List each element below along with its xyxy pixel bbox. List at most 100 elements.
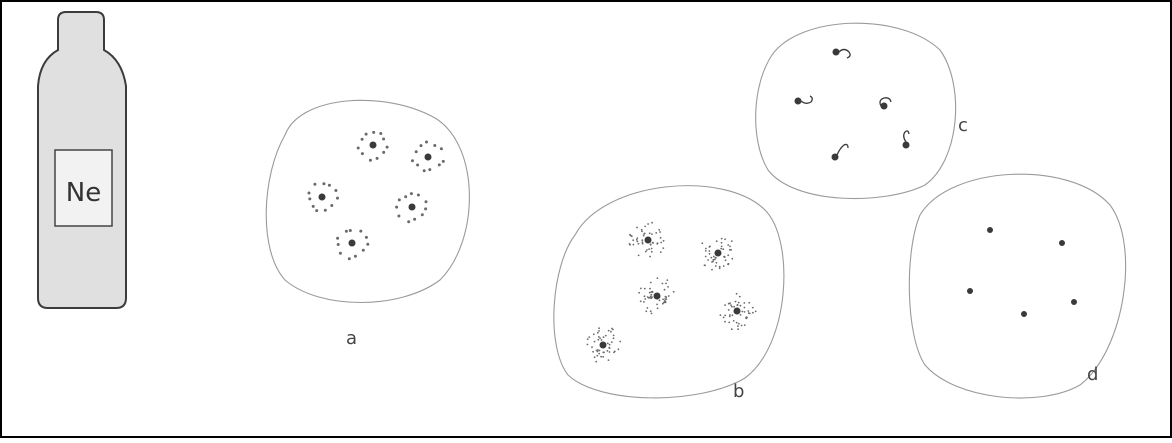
electron [308,197,312,201]
electron [655,232,658,234]
electron [600,355,602,358]
atom-sparse [395,192,428,224]
electron [336,243,340,246]
electron [737,301,740,304]
electron [610,341,613,343]
electron [338,251,342,255]
electron [707,259,709,261]
atom-nucleus [880,102,888,110]
electron [602,355,605,358]
electron [372,130,376,134]
electron [397,214,401,218]
electron [722,265,725,267]
electron [649,287,651,290]
electron [639,300,642,303]
electron [636,240,639,243]
particle-dot [1021,311,1027,317]
electron [710,256,713,259]
electron [708,250,711,252]
electron [748,301,751,304]
particle-dot [1059,240,1065,246]
electron [728,321,731,324]
electron [754,310,757,313]
electron [660,241,663,244]
electron [733,305,735,308]
electron [414,150,418,154]
electron [729,314,731,316]
electron [712,255,715,258]
atom-nucleus [318,193,326,201]
electron [740,324,743,327]
electron [330,204,334,207]
electron [656,307,659,310]
electron [748,312,751,315]
electron [730,328,733,331]
panel-d-particles [967,227,1077,317]
electron [651,233,653,236]
electron [323,208,327,212]
electron [593,356,596,359]
electron [718,265,721,268]
electron [360,152,364,156]
electron [395,205,399,209]
atom-nucleus [424,153,432,161]
electron [701,242,704,245]
atom-nucleus [832,48,840,56]
atom-nucleus [644,236,652,244]
electron [404,195,408,199]
electron [606,350,609,352]
electron [640,287,642,290]
electron [643,232,646,235]
electron [347,257,351,261]
electron [724,320,726,323]
electron [646,307,649,309]
electron [712,258,715,261]
electron [586,343,589,346]
electron [715,240,718,243]
electron [656,303,658,306]
electron [722,248,725,251]
electron [659,236,662,239]
electron [433,144,437,147]
atom-sparse [411,140,445,173]
electron [635,238,638,241]
electron [658,228,661,231]
panel-d: d [908,173,1127,399]
atom-tailed [832,48,851,59]
electron [602,336,605,338]
electron [366,242,370,246]
particle-dot [1071,299,1077,305]
electron [647,297,650,299]
atom-nucleus [733,307,741,315]
atom-nucleus [599,341,607,349]
electron [422,169,426,173]
electron [334,189,338,192]
electron [416,163,420,167]
electron [643,287,646,290]
electron [420,213,424,217]
electron [704,255,707,258]
electron [739,314,742,316]
electron [600,339,603,341]
electron [612,337,615,340]
electron [336,196,339,200]
electron [636,237,639,240]
electron [731,314,734,317]
electron [737,325,739,327]
electron [598,352,601,355]
electron [644,250,647,253]
electron [661,282,664,285]
electron [632,239,635,242]
atom-sparse [336,229,370,261]
electron [607,329,610,332]
electron [650,247,653,250]
electron [711,268,713,271]
electron [731,305,733,308]
electron [604,334,607,337]
electron [704,250,707,252]
electron [664,295,667,298]
electron [650,312,653,315]
electron [727,309,730,311]
electron [644,298,647,300]
